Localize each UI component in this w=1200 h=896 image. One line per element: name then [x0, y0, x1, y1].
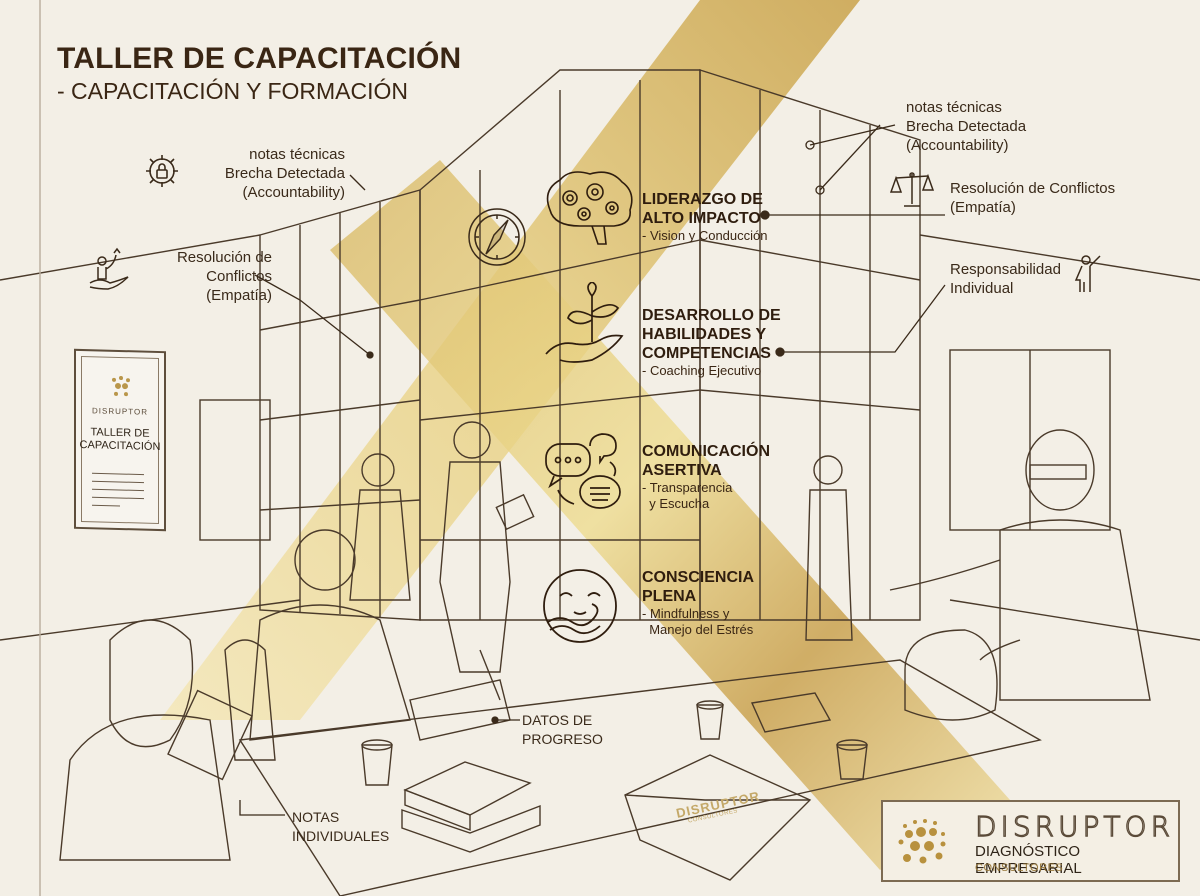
pillar-comunicacion: COMUNICACIÓN ASERTIVA - Transparencia y … — [642, 442, 770, 512]
pillar-heading: COMUNICACIÓN — [642, 443, 770, 460]
pillar-heading: ASERTIVA — [642, 462, 722, 479]
pillar-heading: COMPETENCIAS — [642, 345, 771, 362]
building-right-wing — [699, 69, 921, 621]
pillar-heading: DESARROLLO DE — [642, 307, 781, 324]
poster-title-line: CAPACITACIÓN — [79, 438, 161, 454]
label-line: PROGRESO — [522, 731, 603, 747]
coffee-cup-1 — [361, 739, 393, 786]
callout-line: notas técnicas — [906, 99, 1002, 116]
pillar-desarrollo: DESARROLLO DE HABILIDADES Y COMPETENCIAS… — [642, 306, 781, 379]
standing-woman-1 — [349, 453, 411, 601]
connector-right-notes — [809, 124, 896, 146]
callout-right-conflicts: Resolución de Conflictos (Empatía) — [950, 179, 1115, 217]
raised-hand-person-icon — [1072, 252, 1106, 301]
callout-line: Individual — [950, 280, 1014, 297]
standing-woman-2 — [439, 421, 535, 673]
pillar-heading: ALTO IMPACTO — [642, 210, 761, 227]
pillar-heading: HABILIDADES Y — [642, 326, 767, 343]
pillar-consciencia: CONSCIENCIA PLENA - Mindfulness y Manejo… — [642, 568, 754, 638]
callout-line: (Empatía) — [206, 287, 272, 304]
brain-gears-icon — [540, 170, 636, 251]
callout-line: Conflictos — [206, 268, 272, 285]
label-notas-individuales: NOTAS INDIVIDUALES — [292, 808, 389, 846]
books-stack — [401, 761, 541, 853]
poster-title: TALLER DE CAPACITACIÓN — [76, 426, 164, 454]
coffee-cup-3 — [836, 739, 868, 780]
conference-table — [238, 659, 1042, 896]
callout-left-conflicts: Resolución de Conflictos (Empatía) — [120, 248, 272, 305]
pillar-heading: PLENA — [642, 588, 697, 605]
brand-logo-box: DISRUPTOR DIAGNÓSTICO EMPRESARIAL CONSUL… — [881, 800, 1180, 882]
presenter — [889, 429, 1151, 701]
callout-line: Resolución de Conflictos — [950, 180, 1116, 197]
coffee-cup-2 — [696, 700, 724, 740]
callout-line: (Empatía) — [950, 199, 1016, 216]
woman-taking-notes — [59, 619, 253, 861]
title-block: TALLER DE CAPACITACIÓN - CAPACITACIÓN Y … — [57, 42, 461, 105]
callout-line: (Accountability) — [906, 137, 1009, 154]
standing-man-right — [805, 455, 853, 641]
label-datos-progreso: DATOS DE PROGRESO — [522, 711, 603, 749]
callout-left-notes: notas técnicas Brecha Detectada (Account… — [185, 145, 345, 202]
pillar-heading: CONSCIENCIA — [642, 569, 755, 586]
wall-poster: DISRUPTOR TALLER DE CAPACITACIÓN — [74, 348, 166, 532]
pillar-subtitle: y Escucha — [642, 496, 710, 511]
label-line: INDIVIDUALES — [292, 828, 390, 844]
pillar-liderazgo: LIDERAZGO DE ALTO IMPACTO - Vision y Con… — [642, 190, 768, 244]
closed-notebook — [750, 692, 832, 733]
compass-icon — [464, 204, 530, 275]
callout-line: Resolución de — [176, 249, 272, 266]
callout-right-notes: notas técnicas Brecha Detectada (Account… — [906, 98, 1026, 155]
pillar-subtitle: Manejo del Estrés — [642, 622, 754, 637]
callout-line: Responsabilidad — [950, 261, 1061, 278]
pillar-heading: LIDERAZGO DE — [642, 191, 763, 208]
callout-line: Brecha Detectada — [224, 165, 345, 182]
chat-bubbles-icon — [544, 432, 626, 521]
callout-line: notas técnicas — [249, 146, 345, 163]
pillar-subtitle: - Mindfulness y — [642, 606, 730, 621]
chair-right — [904, 629, 998, 721]
poster-logo-icon — [112, 376, 130, 397]
chair-left — [224, 639, 276, 761]
poster-text-lines — [92, 472, 144, 507]
building-left-wing — [259, 189, 421, 621]
pillar-subtitle: - Coaching Ejecutivo — [642, 363, 762, 378]
page-subtitle: - CAPACITACIÓN Y FORMACIÓN — [57, 78, 408, 104]
callout-line: (Accountability) — [242, 184, 345, 201]
logo-tagline: DIAGNÓSTICO EMPRESARIAL — [975, 843, 1082, 877]
brand-folder — [624, 754, 812, 881]
connector-left-conflicts — [254, 274, 371, 356]
pillar-subtitle: - Vision y Conducción — [642, 228, 768, 243]
calm-face-wave-icon — [540, 566, 620, 651]
person-growth-hand-icon — [88, 247, 132, 300]
dots-logo-icon — [898, 819, 946, 864]
sprout-hand-icon — [544, 281, 630, 377]
label-line: DATOS DE — [522, 712, 593, 728]
callout-line: Brecha Detectada — [906, 118, 1027, 135]
label-line: NOTAS — [292, 809, 340, 825]
pillar-subtitle: - Transparencia — [642, 480, 733, 495]
page-title: TALLER DE CAPACITACIÓN — [57, 42, 462, 75]
callout-right-responsibility: Responsabilidad Individual — [950, 260, 1061, 298]
gear-lock-icon — [143, 152, 181, 195]
scales-icon — [889, 170, 935, 215]
logo-consultores: CONSULTORES — [975, 862, 1064, 874]
logo-wordmark: DISRUPTOR — [974, 809, 1175, 843]
connector-left-notes — [349, 174, 366, 191]
connector-desarrollo — [780, 284, 946, 353]
connector-notes — [239, 800, 285, 816]
